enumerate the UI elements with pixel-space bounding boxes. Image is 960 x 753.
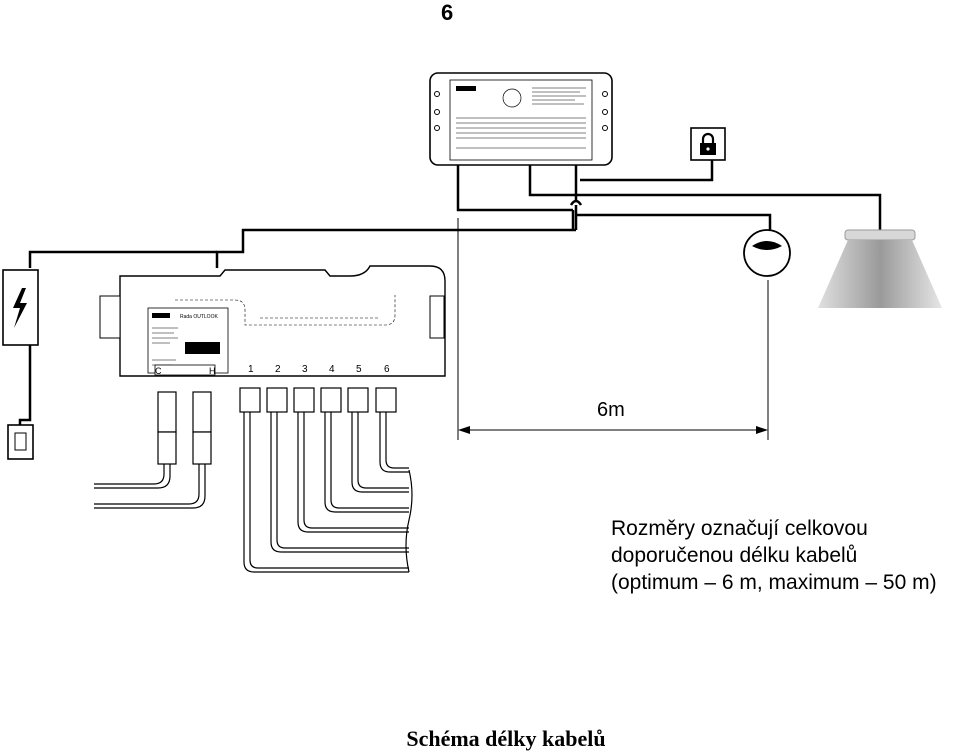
mains-power-symbol	[2, 269, 39, 346]
supply-label-cold: C	[155, 366, 162, 376]
page-number: 6	[441, 0, 454, 25]
note-line-3: (optimum – 6 m, maximum – 50 m)	[611, 571, 937, 594]
port-number-1: 1	[248, 364, 254, 375]
dimension-6m: 6m	[458, 399, 768, 434]
cable-break-mark	[405, 469, 413, 573]
sensor-icon	[743, 229, 791, 277]
port-number-6: 6	[384, 364, 390, 375]
port-number-5: 5	[356, 364, 362, 375]
shower-head-icon	[818, 229, 942, 308]
control-box: Rada OUTLOOK C H 1 2 3 4 5 6	[99, 265, 446, 377]
cable-glands	[239, 387, 397, 413]
brand-logo	[152, 313, 170, 318]
cable-bundle	[94, 412, 409, 573]
note-line-2: doporučenou délku kabelů	[611, 544, 858, 567]
dimension-label: 6m	[597, 399, 625, 421]
note-line-1: Rozměry označují celkovou	[611, 517, 868, 540]
cable-runs	[18, 160, 882, 440]
port-number-4: 4	[329, 364, 335, 375]
wall-switch-icon	[7, 424, 34, 460]
lock-icon	[690, 127, 726, 161]
cable-length-note: Rozměry označují celkovou doporučenou dé…	[611, 515, 937, 596]
supply-label-hot: H	[209, 366, 216, 376]
port-number-2: 2	[275, 364, 281, 375]
cable-crossover	[569, 199, 583, 206]
display-unit	[429, 72, 613, 166]
water-connectors	[157, 391, 212, 465]
figure-caption: Schéma délky kabelů	[406, 726, 606, 751]
control-box-model: Rada OUTLOOK	[180, 314, 218, 320]
port-number-3: 3	[302, 364, 308, 375]
